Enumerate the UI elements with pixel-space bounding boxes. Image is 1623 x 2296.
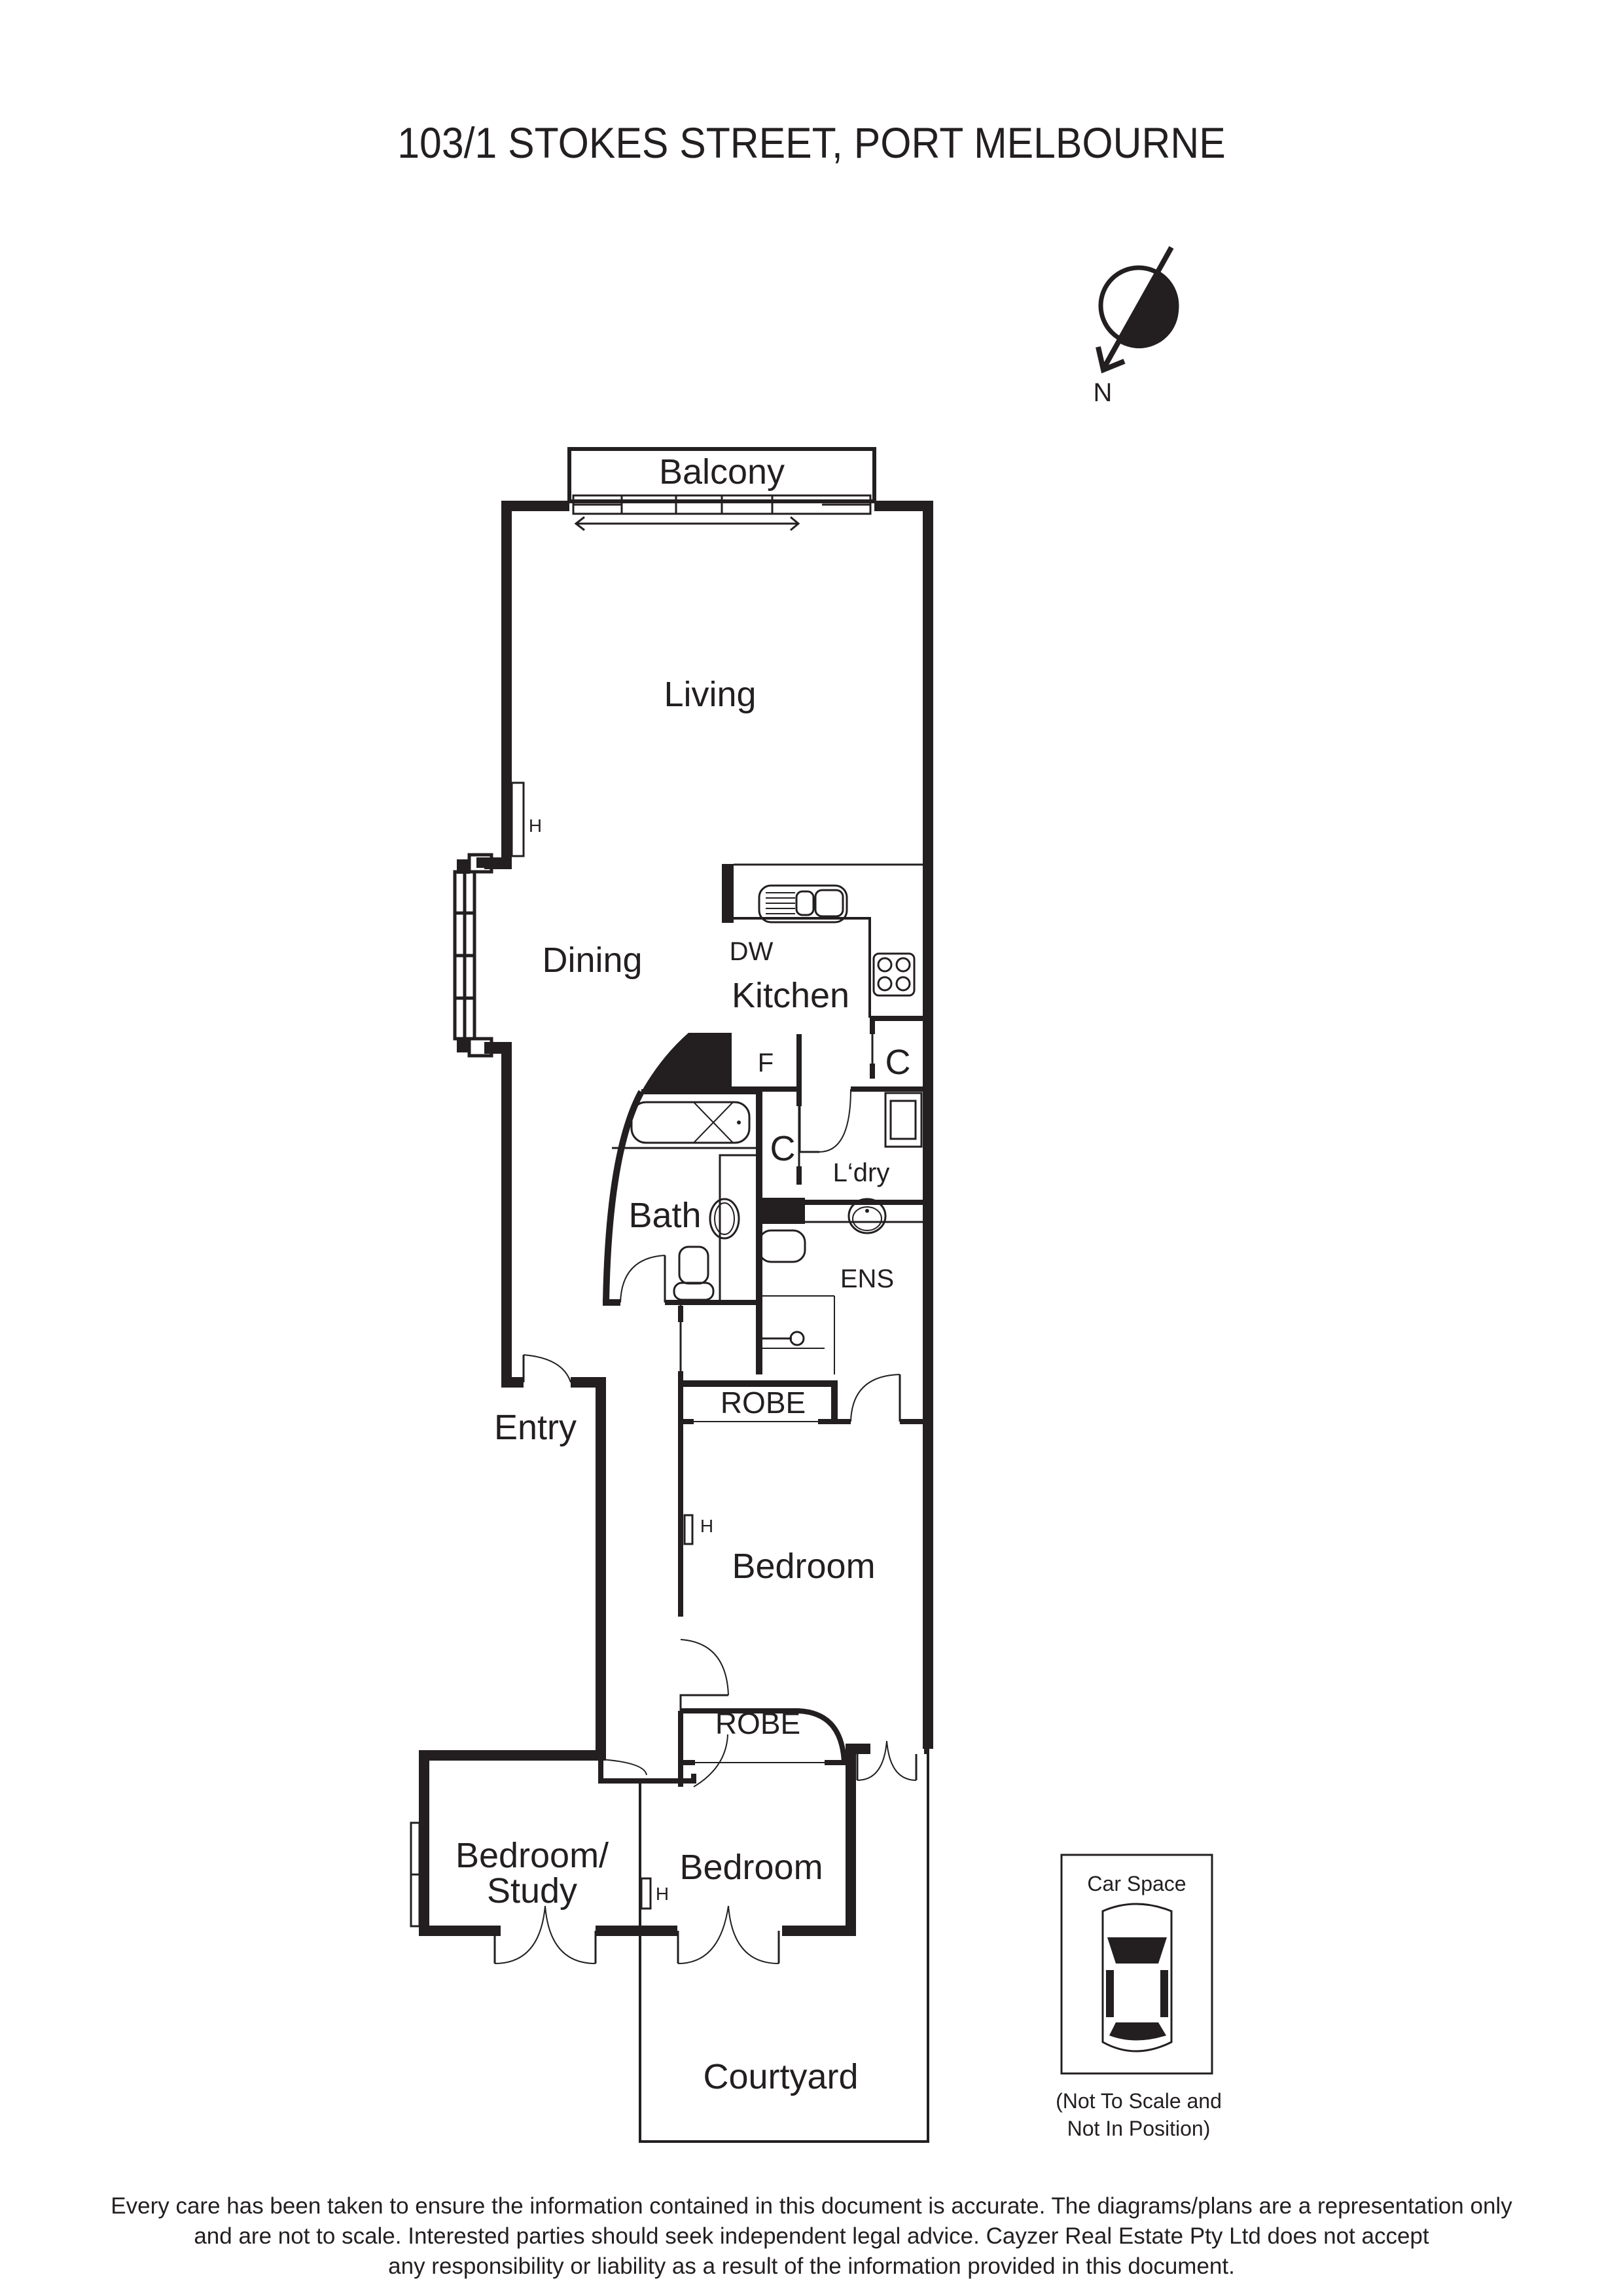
disclaimer-line-2: and are not to scale. Interested parties… — [194, 2223, 1429, 2249]
room-label-cupboard-hall: C — [770, 1129, 796, 1168]
room-label-laundry: L‘dry — [832, 1158, 890, 1187]
bathtub-icon — [630, 1101, 751, 1144]
room-label-bath: Bath — [628, 1196, 702, 1235]
room-label-cupboard-kitchen: C — [885, 1043, 911, 1082]
appliance-label-dishwasher: DW — [729, 937, 774, 966]
heater-label-living: H — [528, 816, 543, 836]
room-label-courtyard: Courtyard — [703, 2057, 859, 2096]
room-label-ensuite: ENS — [840, 1265, 895, 1293]
room-label-robe-master: ROBE — [720, 1386, 806, 1420]
car-space-label: Car Space — [1087, 1872, 1186, 1895]
heater-label-master: H — [700, 1516, 714, 1536]
page-title: 103/1 STOKES STREET, PORT MELBOURNE — [397, 118, 1226, 167]
toilet-icon — [678, 1246, 709, 1285]
exterior-walls — [419, 501, 933, 1936]
room-label-bedroom-master: Bedroom — [732, 1547, 876, 1586]
room-label-entry: Entry — [493, 1408, 577, 1447]
car-space-note-line2: Not In Position) — [1067, 2117, 1211, 2140]
car-space-box — [1060, 1854, 1213, 2075]
room-label-kitchen: Kitchen — [731, 976, 850, 1015]
disclaimer: Every care has been taken to ensure the … — [0, 2191, 1623, 2282]
room-label-balcony: Balcony — [658, 452, 785, 492]
car-icon — [1101, 1903, 1173, 2053]
room-label-living: Living — [664, 675, 757, 714]
appliance-label-fridge: F — [757, 1049, 774, 1077]
room-label-dining: Dining — [542, 941, 643, 980]
disclaimer-line-1: Every care has been taken to ensure the … — [111, 2193, 1512, 2219]
room-label-robe-second: ROBE — [715, 1706, 801, 1740]
cooktop-icon — [872, 952, 916, 997]
car-space-note-line1: (Not To Scale and — [1056, 2089, 1222, 2113]
north-arrow-icon — [1096, 246, 1179, 374]
compass-label: N — [1093, 378, 1113, 407]
room-label-bedroom-study-line1: Bedroom/ — [455, 1836, 609, 1875]
disclaimer-line-3: any responsibility or liability as a res… — [388, 2253, 1235, 2279]
bay-window — [453, 853, 493, 1058]
room-label-bedroom-study-line2: Study — [486, 1871, 578, 1910]
room-label-bedroom-second: Bedroom — [679, 1848, 823, 1887]
heater-label-second: H — [655, 1884, 669, 1904]
